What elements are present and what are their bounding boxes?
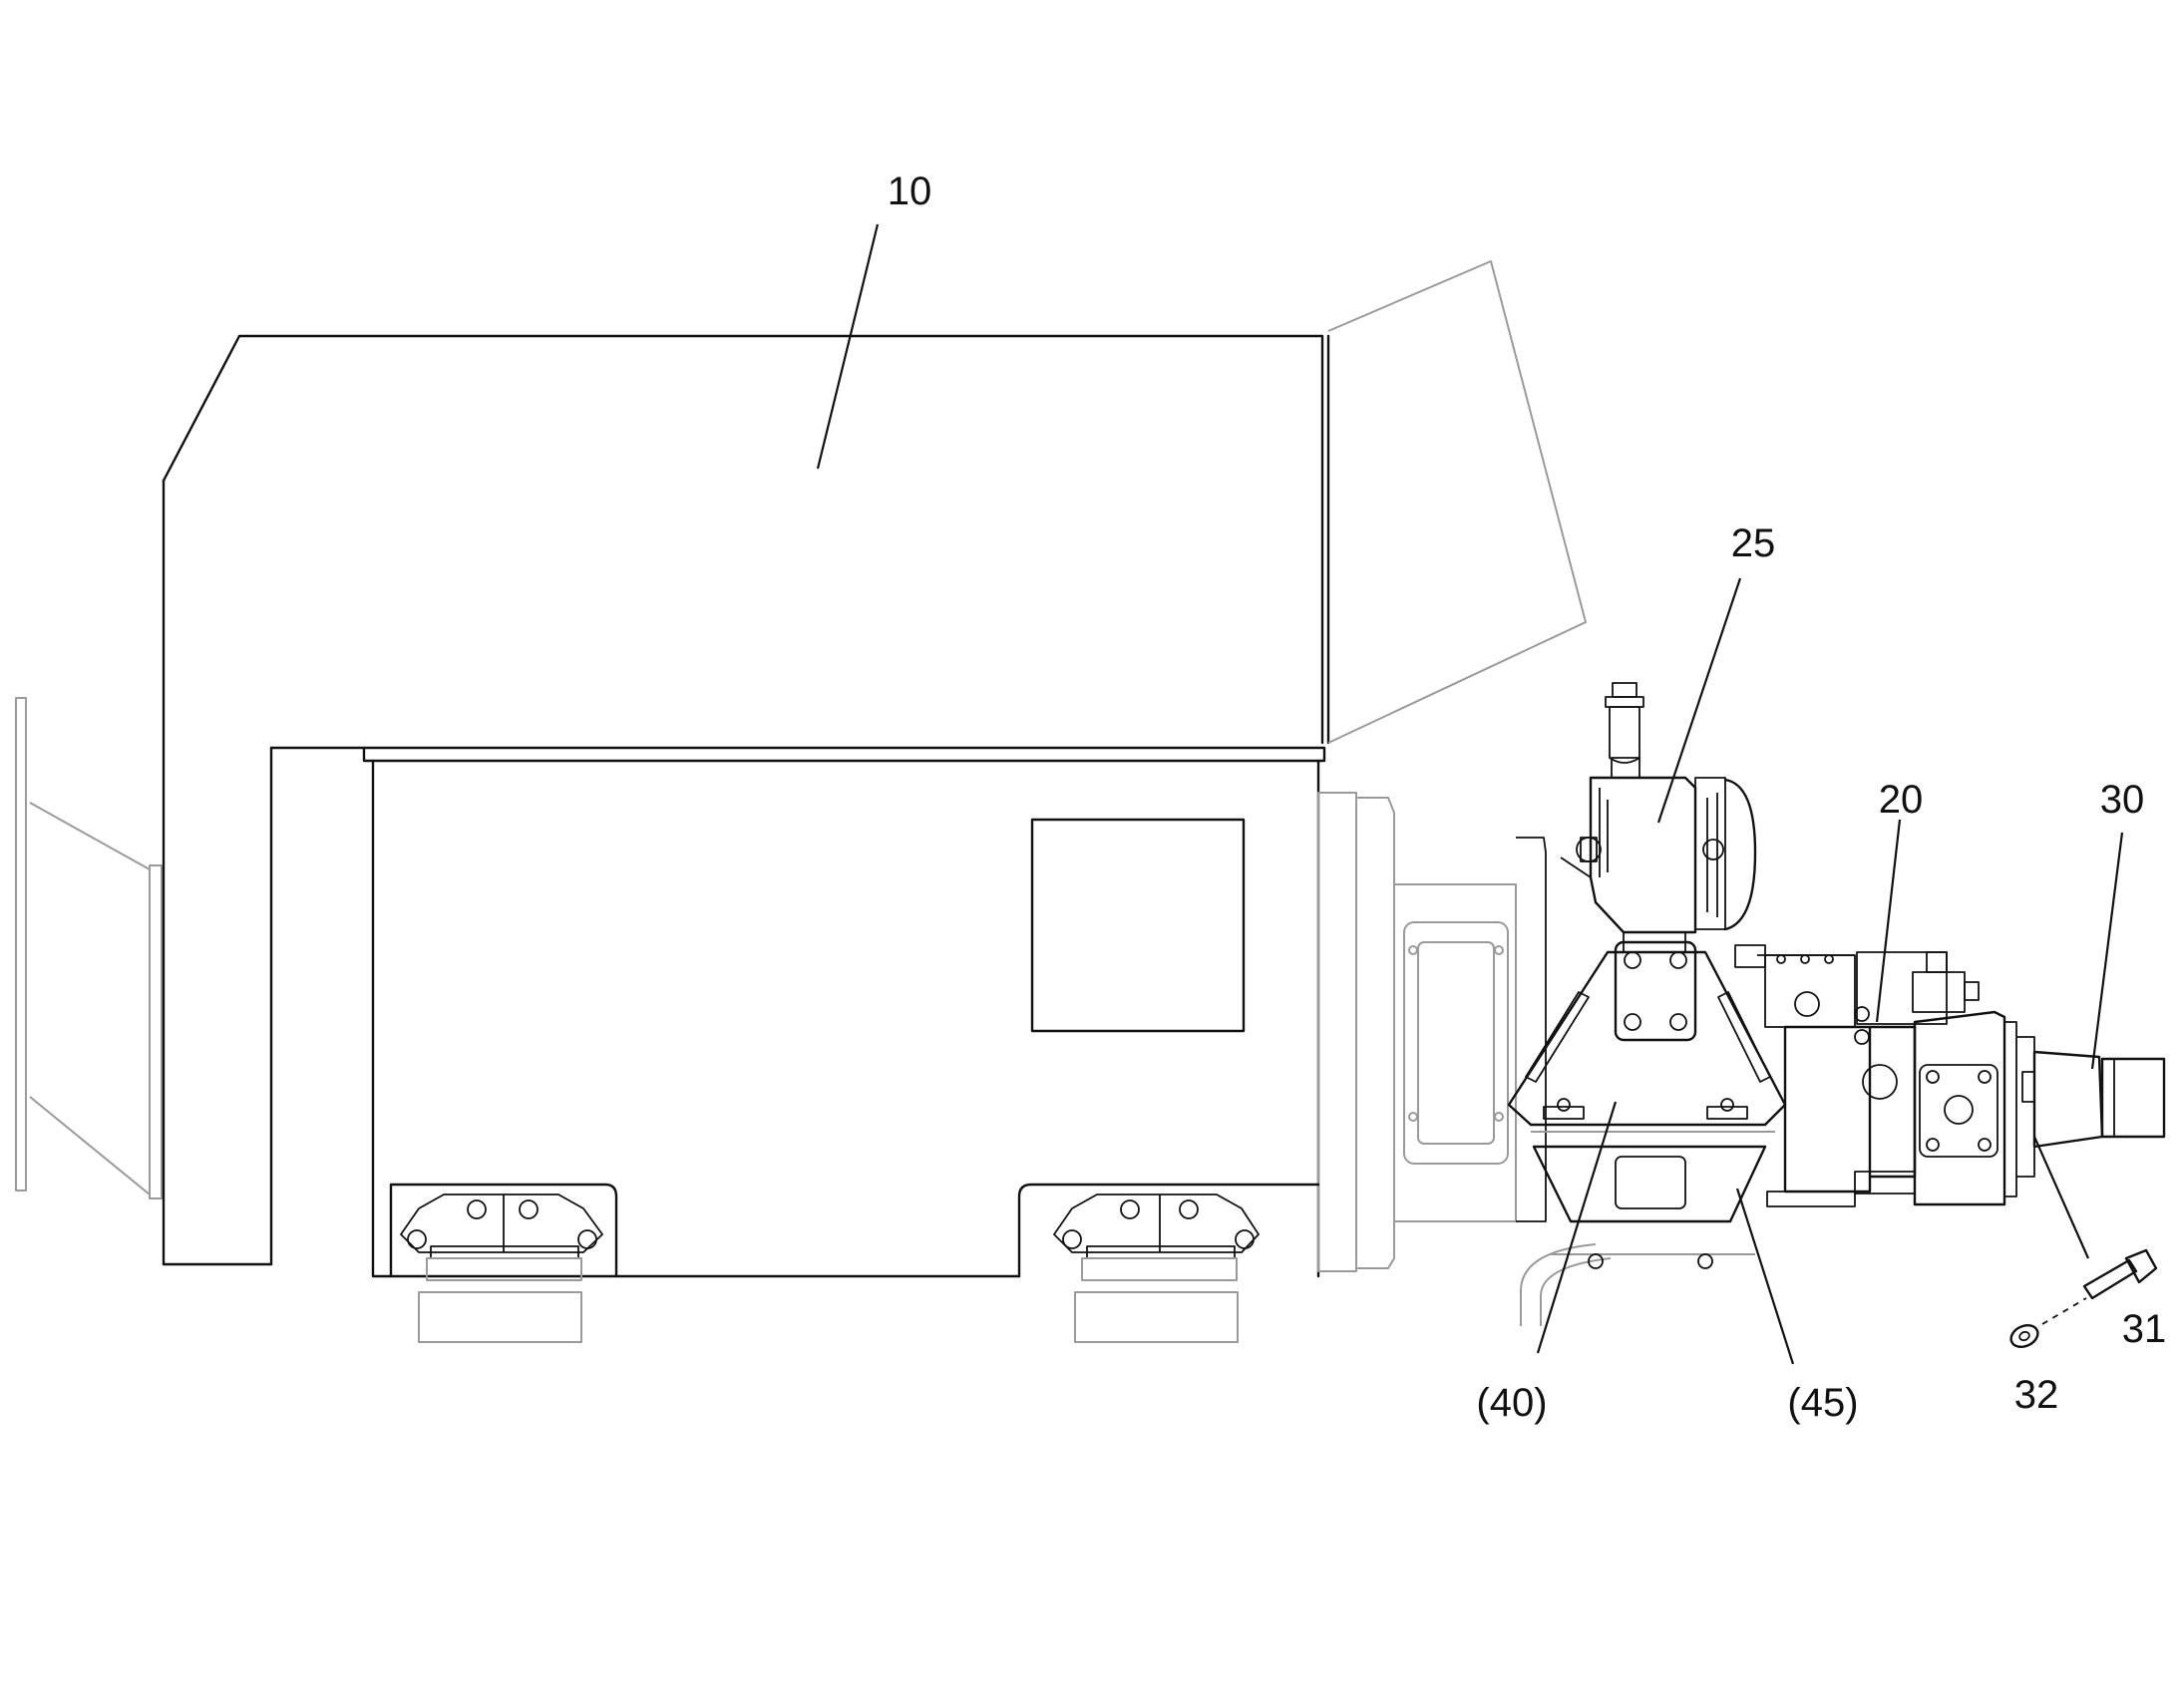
mount-bracket [1507, 940, 1787, 1127]
label-32: 32 [2014, 1373, 2059, 1417]
leader-30 [2090, 832, 2124, 1070]
callout-lines [816, 223, 2124, 1365]
leader-31 [2032, 1136, 2090, 1259]
base-plate [1531, 1131, 1775, 1269]
label-20: 20 [1879, 778, 1924, 822]
leader-40 [1536, 1101, 1618, 1354]
leader-20 [1875, 819, 1902, 1023]
label-30: 30 [2100, 778, 2145, 822]
leader-45 [1735, 1188, 1795, 1365]
pump-housing [1913, 1010, 2035, 1206]
label-31: 31 [2122, 1307, 2167, 1351]
hydraulic-pump [1734, 944, 1980, 1207]
label-40: (40) [1476, 1381, 1547, 1425]
label-25: 25 [1731, 521, 1776, 565]
leader-25 [1656, 577, 1742, 824]
electric-motor [2032, 1050, 2166, 1149]
leader-10 [816, 223, 880, 470]
callout-labels: 10 25 20 30 31 32 (40) (45) [888, 170, 2167, 1425]
intake-flange [15, 697, 163, 1199]
bolt-and-washer [2009, 1248, 2158, 1349]
gearbox [1560, 682, 1757, 953]
label-10: 10 [888, 170, 932, 213]
foot-bracket-right [1017, 1183, 1320, 1343]
main-housing [162, 260, 1587, 1278]
label-45: (45) [1787, 1381, 1858, 1425]
foot-bracket-left [389, 1183, 618, 1343]
bell-housing [1394, 837, 1612, 1326]
